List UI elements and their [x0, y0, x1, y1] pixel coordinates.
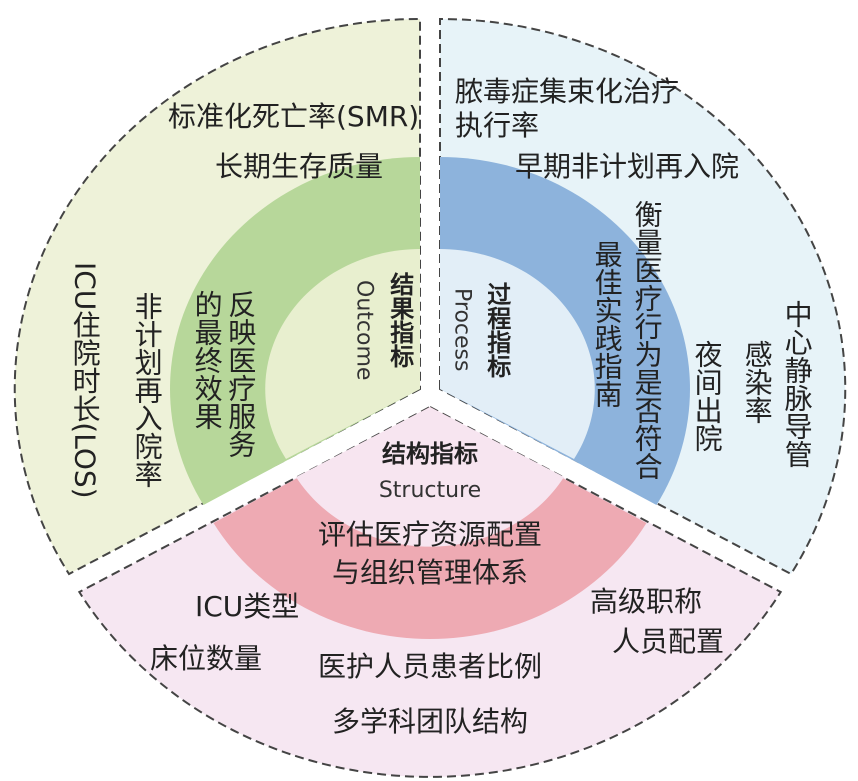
- outcome-title: 结果指标: [385, 272, 414, 368]
- process-item-sepsis-bundle: 脓毒症集束化治疗执行率: [455, 75, 680, 142]
- process-item-early-readmission: 早期非计划再入院: [515, 150, 740, 183]
- process-ring-text-2: 最佳实践指南: [590, 240, 624, 408]
- outcome-item-smr: 标准化死亡率(SMR): [168, 100, 420, 133]
- outcome-ring-text: 反映医疗服务的最终效果: [190, 290, 258, 458]
- outcome-title-en: Outcome: [351, 280, 377, 381]
- outcome-item-readmission: 非计划再入院率: [130, 292, 164, 488]
- process-sector: [439, 17, 847, 576]
- process-item-night-discharge: 夜间出院: [690, 340, 724, 452]
- structure-sector: [77, 405, 783, 778]
- structure-ring-text-1: 评估医疗资源配置: [317, 518, 542, 551]
- structure-title-en: Structure: [378, 478, 482, 503]
- structure-item-staff-ratio: 医护人员患者比例: [317, 650, 542, 683]
- structure-ring-text-2: 与组织管理体系: [331, 556, 528, 589]
- structure-item-icu-type: ICU类型: [195, 590, 300, 623]
- process-title: 过程指标: [482, 282, 511, 378]
- process-ring-text-1: 衡量医疗行为是否符合: [630, 200, 664, 480]
- outcome-item-los: ICU住院时长(LOS): [68, 262, 102, 499]
- process-title-en: Process: [449, 288, 475, 372]
- outcome-item-survival: 长期生存质量: [215, 150, 384, 183]
- structure-item-senior-title: 高级职称: [590, 585, 703, 618]
- structure-item-staffing: 人员配置: [612, 625, 725, 658]
- outcome-sector: [13, 17, 421, 576]
- structure-item-bed-count: 床位数量: [150, 642, 263, 675]
- structure-title: 结构指标: [382, 440, 478, 468]
- process-item-infection-rate: 感染率: [740, 340, 774, 424]
- process-item-cvc: 中心静脉导管: [780, 300, 814, 468]
- structure-item-mdt: 多学科团队结构: [331, 705, 528, 738]
